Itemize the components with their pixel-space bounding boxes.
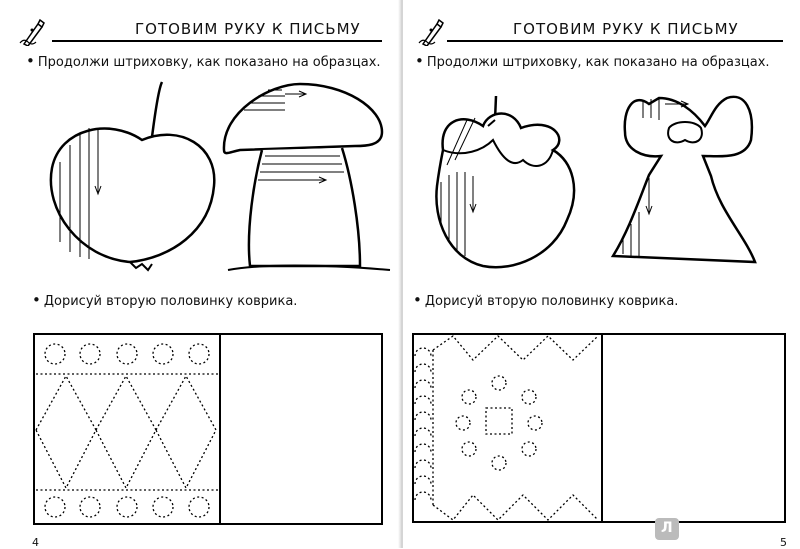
task-hatching: •Продолжи штриховку, как показано на обр… (415, 52, 770, 70)
bullet-dot: • (32, 291, 41, 309)
task-hatching-text: Продолжи штриховку, как показано на обра… (37, 55, 381, 70)
bullet-dot: • (415, 52, 424, 70)
watermark-letter: Л (661, 520, 673, 536)
page-title: ГОТОВИМ РУКУ К ПИСЬМУ (135, 20, 361, 38)
apple-icon (49, 81, 216, 272)
bullet-dot: • (26, 52, 35, 70)
header-rule (52, 40, 382, 42)
page-number: 5 (780, 536, 787, 549)
page-title: ГОТОВИМ РУКУ К ПИСЬМУ (513, 20, 739, 38)
book-spine (398, 0, 406, 548)
left-figures (49, 81, 391, 272)
task-hatching: •Продолжи штриховку, как показано на обр… (26, 52, 381, 70)
right-page: ГОТОВИМ РУКУ К ПИСЬМУ •Продолжи штриховк… (403, 0, 800, 549)
rug-left (33, 333, 383, 525)
page-number: 4 (32, 536, 39, 549)
watermark-logo: Л (655, 518, 679, 540)
bell-icon (610, 95, 757, 264)
right-figures (435, 95, 757, 269)
pencil-icon (19, 18, 45, 46)
task-rug: •Дорисуй вторую половинку коврика. (32, 291, 297, 309)
left-page: ГОТОВИМ РУКУ К ПИСЬМУ •Продолжи штриховк… (0, 0, 400, 549)
task-hatching-text: Продолжи штриховку, как показано на обра… (426, 55, 770, 70)
task-rug: •Дорисуй вторую половинку коврика. (413, 291, 678, 309)
task-rug-text: Дорисуй вторую половинку коврика. (424, 294, 679, 309)
pencil-icon (418, 18, 444, 46)
strawberry-icon (435, 95, 576, 269)
page-header: ГОТОВИМ РУКУ К ПИСЬМУ (403, 18, 800, 46)
task-rug-text: Дорисуй вторую половинку коврика. (43, 294, 298, 309)
page-header: ГОТОВИМ РУКУ К ПИСЬМУ (0, 18, 400, 46)
rug-right (412, 333, 786, 523)
header-rule (447, 40, 783, 42)
bullet-dot: • (413, 291, 422, 309)
mushroom-icon (222, 82, 391, 271)
